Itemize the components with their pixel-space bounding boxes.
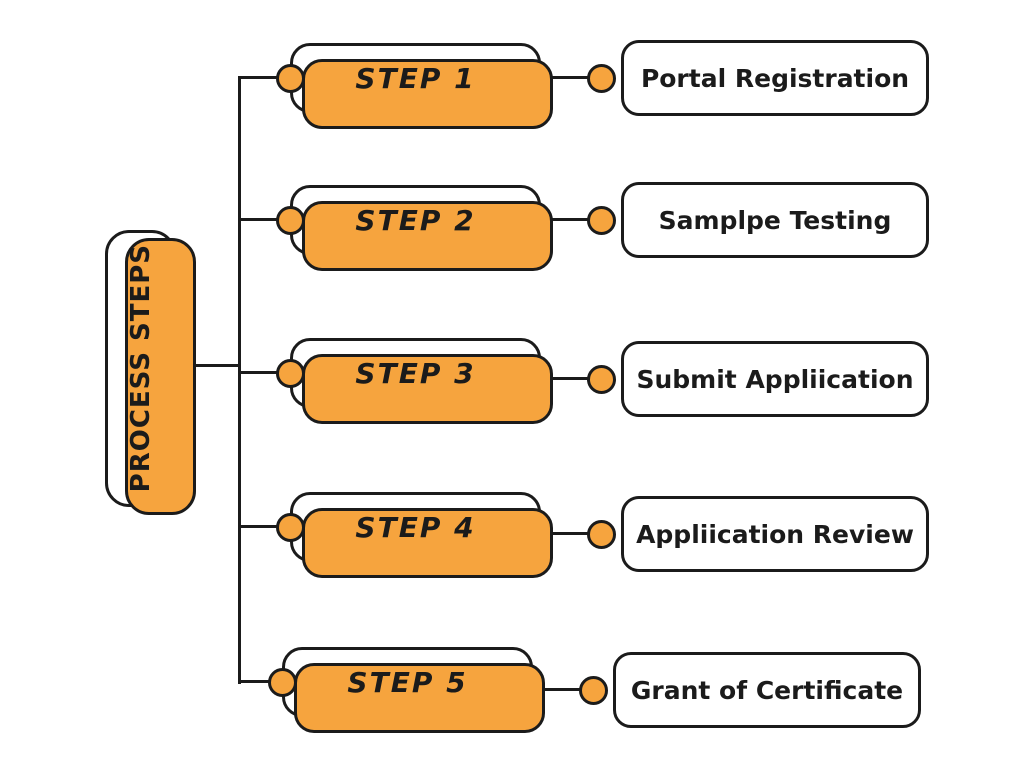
left-connector-dot <box>276 206 305 235</box>
root-connector-line <box>194 364 240 367</box>
left-connector-dot <box>268 668 297 697</box>
description-node: Grant of Certificate <box>613 652 921 728</box>
branch-line <box>238 680 282 683</box>
left-connector-dot <box>276 64 305 93</box>
step-node: STEP 1 <box>290 43 553 129</box>
right-connector-dot <box>579 676 608 705</box>
description-node: Submit Appliication <box>621 341 929 417</box>
link-line <box>540 76 602 79</box>
step-row-1: STEP 1 Portal Registration <box>0 38 1024 129</box>
step-label: STEP 3 <box>355 356 476 390</box>
right-connector-dot <box>587 520 616 549</box>
link-line <box>532 688 594 691</box>
branch-line <box>238 76 290 79</box>
description-node: Appliication Review <box>621 496 929 572</box>
step-row-3: STEP 3 Submit Appliication <box>0 333 1024 424</box>
link-line <box>540 377 602 380</box>
step-node: STEP 2 <box>290 185 553 271</box>
step-row-5: STEP 5 Grant of Certificate <box>0 642 1024 733</box>
step-label: STEP 1 <box>355 61 476 95</box>
description-node: Samplpe Testing <box>621 182 929 258</box>
step-row-2: STEP 2 Samplpe Testing <box>0 180 1024 271</box>
step-node: STEP 3 <box>290 338 553 424</box>
root-label: PROCESS STEPS <box>125 244 156 493</box>
link-line <box>540 532 602 535</box>
description-label: Submit Appliication <box>636 364 914 394</box>
branch-line <box>238 371 290 374</box>
step-label: STEP 5 <box>347 665 468 699</box>
step-label: STEP 2 <box>355 203 476 237</box>
description-node: Portal Registration <box>621 40 929 116</box>
link-line <box>540 218 602 221</box>
description-label: Portal Registration <box>640 63 910 93</box>
right-connector-dot <box>587 365 616 394</box>
root-node: PROCESS STEPS <box>105 230 196 515</box>
branch-line <box>238 218 290 221</box>
right-connector-dot <box>587 64 616 93</box>
trunk-connector-line <box>238 76 241 684</box>
right-connector-dot <box>587 206 616 235</box>
left-connector-dot <box>276 513 305 542</box>
branch-line <box>238 525 290 528</box>
step-node: STEP 4 <box>290 492 553 578</box>
description-label: Appliication Review <box>636 519 914 549</box>
step-row-4: STEP 4 Appliication Review <box>0 487 1024 578</box>
description-label: Grant of Certificate <box>630 675 904 705</box>
step-node: STEP 5 <box>282 647 545 733</box>
description-label: Samplpe Testing <box>658 205 892 235</box>
step-label: STEP 4 <box>355 510 476 544</box>
left-connector-dot <box>276 359 305 388</box>
